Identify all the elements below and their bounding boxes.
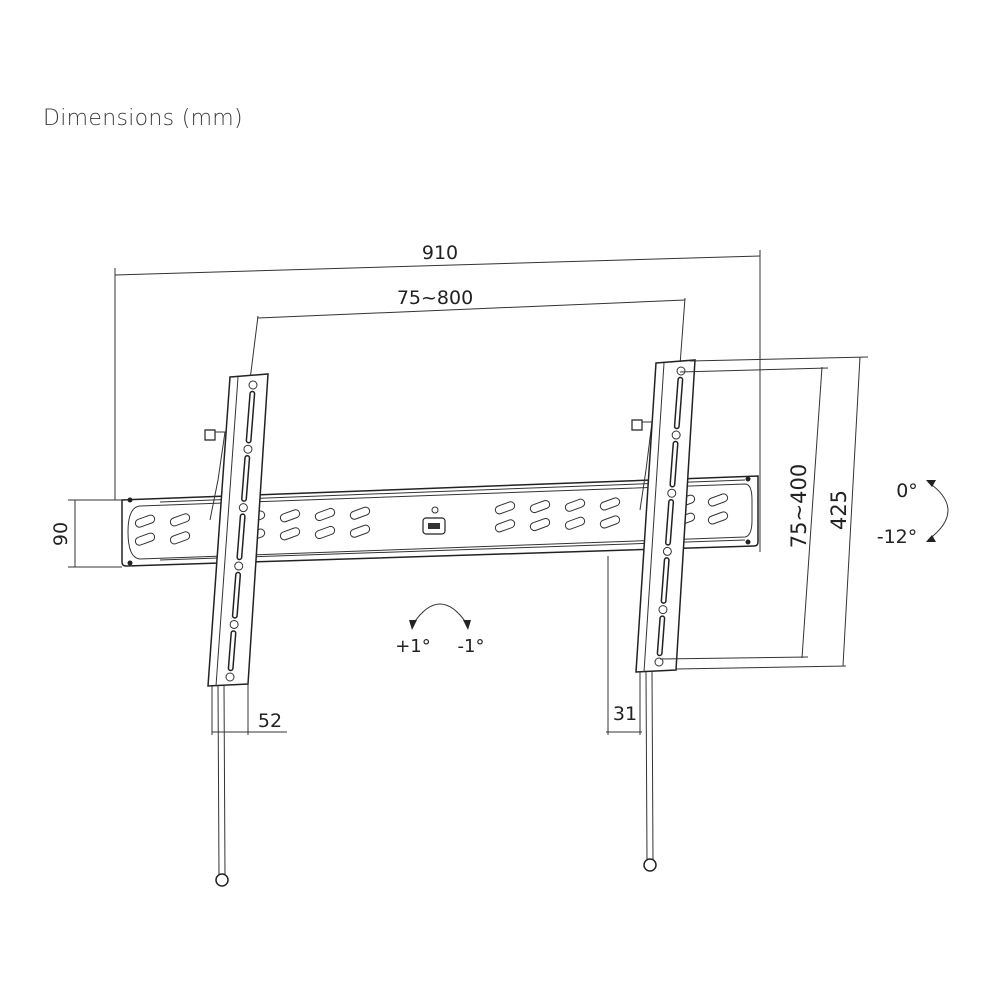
bracket-slot <box>675 378 682 428</box>
level-minus-label: -1° <box>458 636 485 657</box>
bracket-hole <box>662 546 672 556</box>
bracket-hole <box>234 561 244 571</box>
dimension-overall-height: 425 <box>675 356 869 670</box>
bracket-depth-left-label: 52 <box>258 710 282 732</box>
dimension-vesa-width: 75~800 <box>249 287 686 381</box>
left-release-cord-ring[interactable] <box>215 873 229 887</box>
dimension-overall-width: 910 <box>114 242 761 552</box>
bracket-slot <box>658 616 664 655</box>
plate-slot <box>707 511 729 525</box>
plate-slot <box>529 499 551 514</box>
bracket-hole <box>238 503 248 513</box>
bracket-hole <box>676 366 686 376</box>
level-adjust-indicator: +1° -1° <box>395 603 485 657</box>
plate-slot <box>314 507 336 522</box>
plate-slot <box>349 524 371 538</box>
plate-slot <box>494 501 516 515</box>
bracket-hole <box>658 605 668 615</box>
right-release-cord-ring[interactable] <box>643 858 657 872</box>
dimension-plate-height: 90 <box>50 499 122 568</box>
dimension-bracket-depth-left: 52 <box>212 710 287 733</box>
bracket-slot <box>242 456 249 501</box>
left-tv-bracket <box>204 373 269 887</box>
diagram-title: Dimensions (mm) <box>43 106 243 131</box>
plate-slot <box>494 519 516 533</box>
plate-slot <box>529 517 551 532</box>
bracket-slot <box>670 442 677 486</box>
bracket-depth-right-label: 31 <box>613 703 637 725</box>
plate-slot <box>707 493 729 507</box>
plate-slot <box>564 498 586 512</box>
bracket-slot <box>237 514 245 559</box>
dimension-bracket-depth-right: 31 <box>606 556 642 735</box>
plate-slot <box>314 525 336 540</box>
overall-height-label: 425 <box>827 490 851 530</box>
plate-slot <box>279 527 301 541</box>
bracket-hole <box>243 444 253 454</box>
bracket-slot <box>662 558 669 603</box>
bracket-slot <box>247 392 254 442</box>
right-tv-bracket <box>631 359 696 872</box>
plate-height-label: 90 <box>50 522 72 546</box>
bracket-hole <box>671 430 681 440</box>
plate-slot <box>599 497 621 511</box>
dimension-vesa-height: 75~400 <box>659 366 829 660</box>
plate-slot <box>169 531 191 545</box>
plate-slot <box>134 514 156 528</box>
bracket-hole <box>667 488 677 498</box>
vesa-width-label: 75~800 <box>397 287 473 309</box>
tilt-top-label: 0° <box>896 480 918 502</box>
overall-width-label: 910 <box>422 242 458 264</box>
bracket-hole <box>229 619 239 629</box>
plate-slot <box>349 506 371 520</box>
plate-slot <box>599 515 621 529</box>
vesa-height-label: 75~400 <box>787 464 811 548</box>
bracket-slot <box>229 631 235 670</box>
bracket-hole <box>225 672 235 682</box>
level-plus-label: +1° <box>395 636 431 657</box>
plate-slot <box>134 532 156 546</box>
bracket-hole <box>654 657 664 667</box>
plate-slot <box>564 516 586 530</box>
bracket-hole <box>248 380 258 390</box>
plate-slot <box>169 513 191 527</box>
bracket-slot <box>666 500 673 545</box>
plate-slot <box>279 509 301 523</box>
tilt-bottom-label: -12° <box>877 526 918 548</box>
bracket-slot <box>233 573 240 618</box>
tilt-indicator: 0° -12° <box>877 480 949 548</box>
